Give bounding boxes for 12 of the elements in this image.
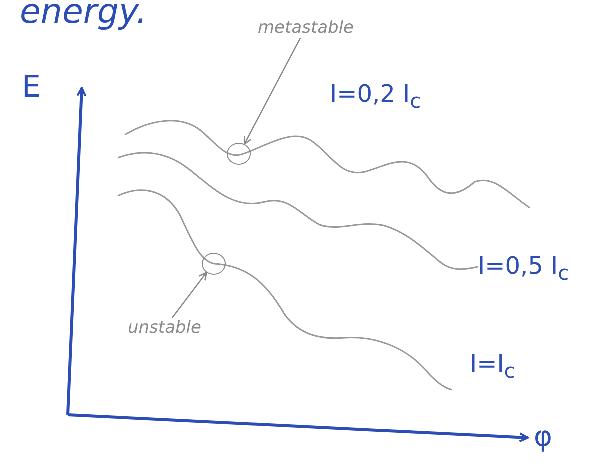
axis-label: E: [22, 70, 41, 105]
annotation-text: metastable: [258, 18, 354, 38]
curve-label: I=0,2 I$_{c}$: [330, 80, 422, 113]
circle-marker: [227, 143, 251, 165]
title: energy.: [20, 0, 148, 32]
leader-line: [244, 38, 302, 145]
curve-label: I=0,5 I$_{c}$: [478, 252, 570, 285]
curve-label: I=I$_{c}$: [470, 350, 516, 383]
axis-label: φ: [534, 420, 552, 453]
leader-line: [172, 272, 208, 318]
circle-marker: [202, 253, 226, 275]
annotation-text: unstable: [128, 318, 202, 338]
